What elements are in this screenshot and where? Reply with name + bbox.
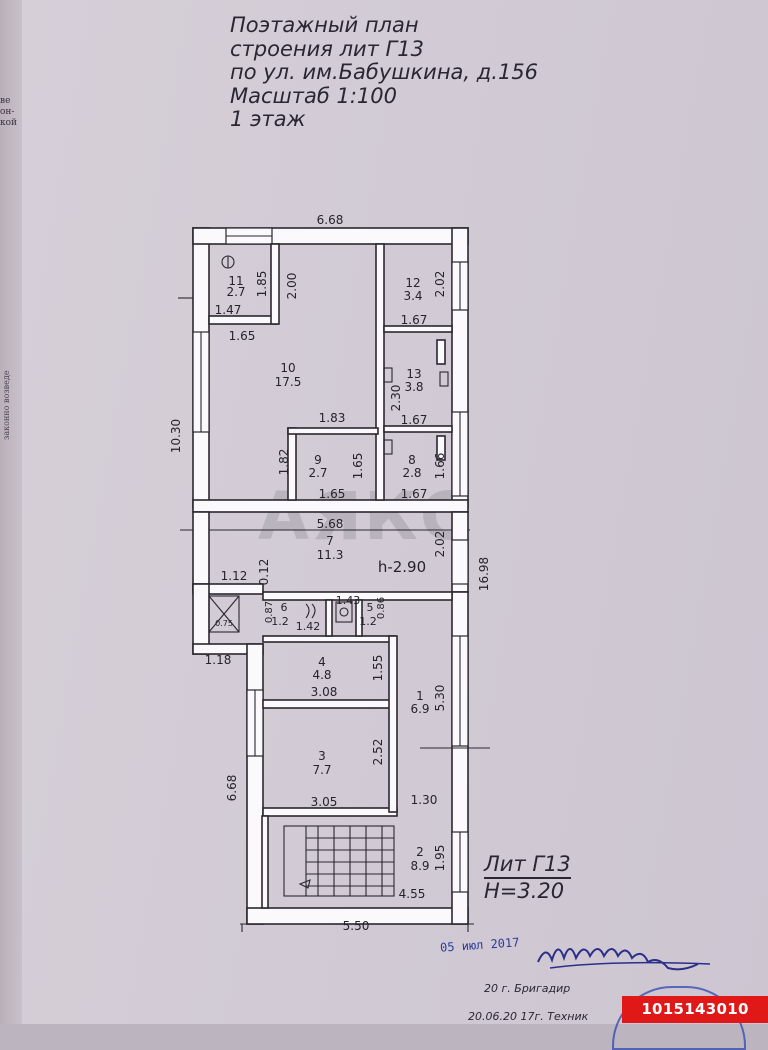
room-5-number: 5 [367, 601, 374, 614]
dim-room13-height: 2.30 [389, 385, 403, 412]
room-6-area: 1.2 [271, 615, 289, 628]
dim-wing-offset: 1.18 [205, 653, 232, 667]
dim-room6-height: 0.87 [264, 601, 275, 623]
room-1-area: 6.9 [410, 702, 429, 716]
signature-image [537, 948, 711, 971]
brigadir-line: 20 г. Бригадир [484, 982, 571, 995]
room-labels: 11 2.7 12 3.4 10 17.5 13 3.8 9 2.7 8 2.8… [226, 274, 429, 873]
dim-room4-width: 3.08 [311, 685, 338, 699]
walls-upper [192, 227, 469, 513]
room-6-number: 6 [281, 601, 288, 614]
title-line-1: Поэтажный план [230, 13, 419, 37]
room-11-number: 11 [228, 274, 243, 288]
dim-room8-width: 1.67 [401, 487, 428, 501]
dim-stairs-width: 4.55 [399, 887, 426, 901]
dim-stair-width: 1.12 [221, 569, 248, 583]
room-4-area: 4.8 [312, 668, 331, 682]
dim-room10-bottom-width: 1.83 [319, 411, 346, 425]
room-2-area: 8.9 [410, 859, 429, 873]
dim-top-width: 6.68 [317, 213, 344, 227]
room-10-number: 10 [280, 361, 295, 375]
document-id-badge: 1015143010 [622, 996, 768, 1023]
dim-room1-height: 5.30 [433, 685, 447, 712]
dim-room5-height: 0.86 [376, 597, 387, 619]
previous-page-text: ве он- кой [0, 96, 18, 128]
dim-room2-height: 1.95 [433, 845, 447, 872]
dim-room8-height: 1.66 [433, 453, 447, 480]
dim-stair-height: 0.12 [257, 559, 271, 586]
dim-room9-height: 1.65 [351, 453, 365, 480]
title-line-4: Масштаб 1:100 [230, 83, 397, 108]
dim-room2-width: 1.30 [411, 793, 438, 807]
dim-room10-height: 2.00 [285, 273, 299, 300]
room-11-area: 2.7 [226, 285, 245, 299]
partitions-upper [208, 243, 453, 501]
room-7-area: 11.3 [317, 548, 344, 562]
dim-room11-height: 1.85 [255, 271, 269, 298]
dim-room11-width: 1.47 [215, 303, 242, 317]
dim-corridor-height: 2.02 [433, 531, 447, 558]
dim-left-height: 10.30 [169, 419, 183, 453]
fixtures-upper [178, 255, 470, 531]
room-13-number: 13 [406, 367, 421, 381]
dim-stair-area: 0.75 [215, 619, 233, 628]
room-9-area: 2.7 [308, 466, 327, 480]
room-8-area: 2.8 [402, 466, 421, 480]
windows-lower [246, 539, 469, 893]
technik-line: 20.06.20 17г. Техник [468, 1010, 589, 1023]
room-3-number: 3 [318, 749, 326, 763]
room-3-area: 7.7 [312, 763, 331, 777]
room-12-number: 12 [405, 276, 420, 290]
room-7-number: 7 [326, 534, 334, 548]
title-line-5: 1 этаж [230, 107, 306, 131]
room-12-area: 3.4 [403, 289, 422, 303]
dim-room10-top-width: 1.65 [229, 329, 256, 343]
dim-room12-height: 2.02 [433, 271, 447, 298]
room-5-area: 1.2 [359, 615, 377, 628]
room-8-number: 8 [408, 453, 416, 467]
partitions-lower [261, 599, 398, 909]
room-4-number: 4 [318, 655, 326, 669]
building-height: H=3.20 [484, 879, 565, 903]
dim-room9-width: 1.65 [319, 487, 346, 501]
fixtures-lower [208, 595, 490, 932]
room-10-area: 17.5 [275, 375, 302, 389]
plan-title: Поэтажный план строения лит Г13 по ул. и… [230, 13, 550, 132]
title-line-2: строения лит Г13 [230, 36, 424, 61]
dimension-labels: 6.68 1.85 2.00 1.47 1.65 2.02 1.67 2.30 … [169, 213, 491, 933]
dim-room9-left-height: 1.82 [277, 449, 291, 476]
dim-room4-height: 1.55 [371, 655, 385, 682]
dim-room3-width: 3.05 [311, 795, 338, 809]
room-1-number: 1 [416, 689, 424, 703]
dim-room13-width: 1.67 [401, 413, 428, 427]
building-letter-block: Лит Г13 H=3.20 [484, 852, 571, 903]
dim-left-lower-height: 6.68 [225, 775, 239, 802]
dim-bottom-width: 5.50 [343, 919, 370, 933]
title-line-3: по ул. им.Бабушкина, д.156 [230, 60, 539, 84]
dim-room5-width: 1.43 [336, 594, 361, 607]
dim-right-height: 16.98 [477, 557, 491, 591]
room-2-number: 2 [416, 845, 424, 859]
windows-upper [192, 227, 469, 497]
dim-corridor-width: 5.68 [317, 517, 344, 531]
dim-room12-width: 1.67 [401, 313, 428, 327]
floor-plan: 11 2.7 12 3.4 10 17.5 13 3.8 9 2.7 8 2.8… [169, 213, 491, 933]
dim-room6-width: 1.42 [296, 620, 321, 633]
ceiling-height-note: h-2.90 [378, 558, 426, 576]
building-letter: Лит Г13 [484, 852, 571, 879]
room-9-number: 9 [314, 453, 322, 467]
dim-room3-height: 2.52 [371, 739, 385, 766]
room-13-area: 3.8 [404, 380, 423, 394]
